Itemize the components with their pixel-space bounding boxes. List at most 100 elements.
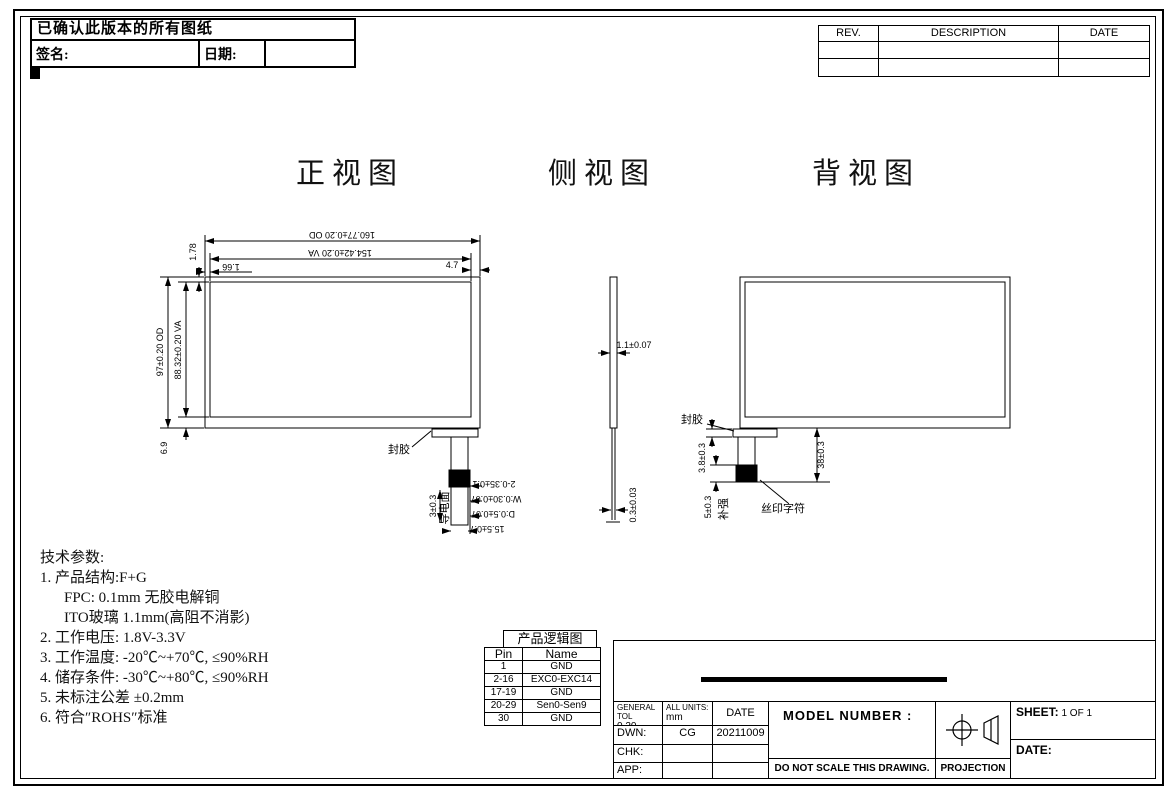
confirmation-title: 已确认此版本的所有图纸: [30, 18, 356, 41]
sheet-outer-border: [13, 9, 1164, 786]
no-scale-note: DO NOT SCALE THIS DRAWING.: [774, 763, 930, 774]
dim-front-va-height: 88.32±0.20 VA: [173, 321, 183, 380]
name-cell: GND: [522, 712, 601, 726]
name-cell: EXC0-EXC14: [522, 673, 601, 687]
empty-cell: [713, 745, 768, 763]
tech-param-line: 6. 符合″ROHS″标准: [40, 710, 168, 726]
dim-front-right-margin: 4.7: [446, 260, 459, 270]
dim-tail-offset: 3±0.3: [428, 495, 438, 517]
tech-params: 技术参数: 1. 产品结构:F+G FPC: 0.1mm 无胶电解铜 ITO玻璃…: [40, 548, 269, 728]
pin-cell: 1: [484, 660, 523, 674]
general-tol-cell: GENERAL TOL 0.20: [614, 702, 662, 726]
table-row: 17-19 GND: [484, 686, 601, 700]
tech-param-line: 1. 产品结构:F+G: [40, 570, 147, 586]
date-header: DATE: [1089, 27, 1119, 39]
name-cell: GND: [522, 660, 601, 674]
dim-back-glue: 3.8±0.3: [697, 443, 707, 473]
pin-col-header: Pin: [484, 647, 523, 661]
dim-front-od-height: 97±0.20 OD: [155, 327, 165, 376]
dim-front-va-width: 154.42±0.20 VA: [308, 248, 372, 258]
date-cell: DATE:: [1011, 740, 1155, 778]
tech-param-line: 3. 工作温度: -20℃~+70℃, ≤90%RH: [40, 650, 269, 666]
dim-front-top-margin: 1.78: [188, 243, 198, 261]
titleblock-date-label: DATE:: [1016, 743, 1052, 757]
dim-tail-trace-depth: D:0.5±0.07: [471, 509, 515, 519]
rev-header: REV.: [819, 26, 879, 41]
general-tol-value: 0.20: [617, 721, 659, 725]
dim-front-bottom-margin: 6.9: [159, 442, 169, 455]
dim-side-thickness: 1.1±0.07: [617, 340, 652, 350]
empty-cell: [819, 42, 879, 58]
signature-label: 签名:: [36, 48, 69, 63]
empty-cell: [713, 763, 768, 778]
empty-cell: [879, 59, 1059, 76]
name-cell: GND: [522, 686, 601, 700]
general-tol-label: GENERAL TOL: [617, 703, 655, 721]
pin-table: Pin Name 1 GND 2-16 EXC0-EXC14 17-19 GND…: [484, 647, 601, 726]
pin-cell: 20-29: [484, 699, 523, 713]
tech-param-line: ITO玻璃 1.1mm(高阻不消影): [64, 610, 250, 626]
side-view: [598, 276, 630, 523]
back-seal-label: 封胶: [681, 412, 703, 426]
title-block-grid: GENERAL TOL 0.20 DWN: CHK: APP: ALL UNIT…: [614, 701, 1155, 778]
model-number-cell: MODEL NUMBER :: [769, 702, 935, 759]
table-row: 2-16 EXC0-EXC14: [484, 673, 601, 687]
date-label: 日期:: [198, 41, 264, 66]
dim-back-stiffener: 5±0.3: [703, 496, 713, 518]
units-value: mm: [666, 712, 683, 723]
corner-mark: [30, 68, 40, 79]
projection-label: PROJECTION: [940, 763, 1006, 774]
units-cell: ALL UNITS: mm: [663, 702, 712, 726]
back-view-title: 背视图: [812, 158, 921, 190]
dwn-value: CG: [663, 726, 712, 745]
pin-cell: 17-19: [484, 686, 523, 700]
revision-empty-row: [819, 42, 1149, 59]
pin-header-row: Pin Name: [484, 647, 601, 661]
sheet-column: SHEET: 1 OF 1 DATE:: [1011, 702, 1155, 778]
table-row: 1 GND: [484, 660, 601, 674]
app-label: APP:: [617, 764, 643, 776]
front-view: [160, 235, 490, 534]
model-number-label: MODEL NUMBER :: [783, 708, 913, 723]
tech-param-line: FPC: 0.1mm 无胶电解铜: [64, 590, 220, 606]
sheet-value: 1 OF 1: [1061, 708, 1093, 719]
title-block-date-column: DATE 20211009: [713, 702, 769, 778]
back-view: [706, 276, 1011, 504]
table-row: 30 GND: [484, 712, 601, 726]
revision-empty-row: [819, 59, 1149, 76]
empty-cell: [663, 745, 712, 763]
dwn-label: DWN:: [614, 726, 662, 745]
projection-symbol-cell: [936, 702, 1010, 759]
chk-label: CHK:: [614, 745, 662, 763]
tech-param-line: 4. 储存条件: -30℃~+80℃, ≤90%RH: [40, 670, 269, 686]
title-block-units-column: ALL UNITS: mm CG: [663, 702, 713, 778]
projection-icon: [946, 714, 999, 746]
description-header: DESCRIPTION: [879, 26, 1059, 41]
separator-line: [701, 677, 947, 682]
name-cell: Sen0-Sen9: [522, 699, 601, 713]
stiffener-label: 补强: [717, 498, 730, 520]
silkscreen-label: 丝印字符: [761, 501, 805, 515]
sheet-inner-border: [20, 16, 1156, 779]
dim-front-left-margin: 1.66: [222, 262, 240, 272]
model-number-column: MODEL NUMBER : DO NOT SCALE THIS DRAWING…: [769, 702, 936, 778]
empty-cell: [879, 42, 1059, 58]
dim-back-tail-length: 38±0.3: [816, 441, 826, 468]
empty-cell: [819, 59, 879, 76]
tech-param-line: 2. 工作电压: 1.8V-3.3V: [40, 630, 186, 646]
dim-front-od-width: 160.77±0.20 OD: [309, 230, 375, 240]
tech-param-line: 5. 未标注公差 ±0.2mm: [40, 690, 185, 706]
date-blank-cell: [264, 41, 354, 66]
dimension-labels: 160.77±0.20 OD 154.42±0.20 VA 1.66 4.7 1…: [155, 230, 826, 534]
front-seal-label: 封胶: [388, 442, 410, 456]
date-header: DATE: [713, 702, 768, 726]
pin-cell: 30: [484, 712, 523, 726]
sheet-label: SHEET:: [1016, 705, 1059, 719]
side-view-title: 侧视图: [548, 158, 657, 190]
title-block: GENERAL TOL 0.20 DWN: CHK: APP: ALL UNIT…: [613, 640, 1156, 779]
projection-column: PROJECTION: [936, 702, 1011, 778]
dwn-date: 20211009: [713, 726, 768, 745]
revision-table: REV. DESCRIPTION DATE: [818, 25, 1150, 77]
